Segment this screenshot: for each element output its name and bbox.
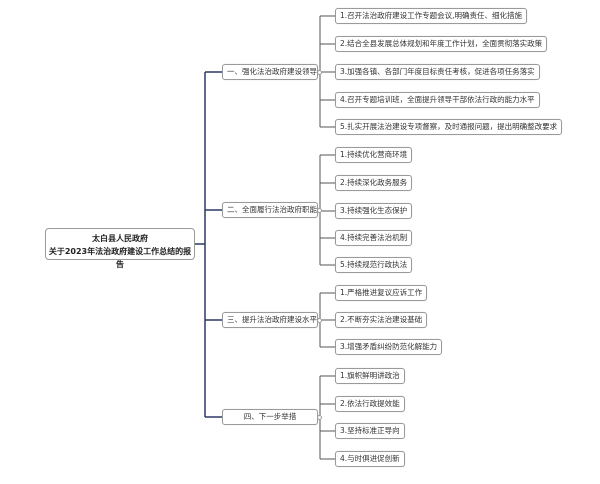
section-node[interactable]: 一、强化法治政府建设领导 bbox=[222, 64, 318, 80]
item-node[interactable]: 5.持续规范行政执法 bbox=[335, 257, 413, 273]
collapse-toggle-icon[interactable] bbox=[317, 207, 322, 213]
item-node[interactable]: 2.持续深化政务服务 bbox=[335, 175, 413, 191]
item-node[interactable]: 3.坚持标准正导向 bbox=[335, 423, 405, 439]
item-node[interactable]: 2.依法行政提效能 bbox=[335, 396, 405, 412]
item-node[interactable]: 1.召开法治政府建设工作专题会议,明确责任、细化措施 bbox=[335, 8, 528, 24]
item-node[interactable]: 4.持续完善法治机制 bbox=[335, 230, 413, 246]
item-node[interactable]: 3.增强矛盾纠纷防范化解能力 bbox=[335, 339, 443, 355]
item-node[interactable]: 3.加强各镇、各部门年度目标责任考核，促进各项任务落实 bbox=[335, 64, 540, 80]
root-title-line1: 太白县人民政府 bbox=[92, 234, 148, 243]
item-node[interactable]: 4.召开专题培训班，全面提升领导干部依法行政的能力水平 bbox=[335, 92, 540, 108]
section-node[interactable]: 三、提升法治政府建设水平 bbox=[222, 312, 318, 328]
root-title-line2: 关于2023年法治政府建设工作总结的报告 bbox=[48, 247, 192, 269]
section-node[interactable]: 二、全面履行法治政府职能 bbox=[222, 202, 318, 218]
collapse-toggle-icon[interactable] bbox=[317, 317, 322, 323]
root-node[interactable]: 太白县人民政府 关于2023年法治政府建设工作总结的报告 bbox=[45, 228, 195, 269]
item-node[interactable]: 5.扎实开展法治建设专项督察，及时通报问题，提出明确整改要求 bbox=[335, 119, 563, 135]
collapse-toggle-icon[interactable] bbox=[317, 414, 322, 420]
item-node[interactable]: 3.持续强化生态保护 bbox=[335, 203, 413, 219]
item-node[interactable]: 1.持续优化营商环境 bbox=[335, 147, 413, 163]
collapse-toggle-icon[interactable] bbox=[317, 69, 322, 75]
item-node[interactable]: 4.与时俱进促创新 bbox=[335, 451, 405, 467]
item-node[interactable]: 2.结合全县发展总体规划和年度工作计划，全面贯彻落实政策 bbox=[335, 36, 548, 52]
item-node[interactable]: 1.旗帜鲜明讲政治 bbox=[335, 368, 405, 384]
item-node[interactable]: 2.不断夯实法治建设基础 bbox=[335, 312, 428, 328]
item-node[interactable]: 1.严格推进复议应诉工作 bbox=[335, 285, 428, 301]
section-node[interactable]: 四、下一步举措 bbox=[222, 409, 318, 425]
